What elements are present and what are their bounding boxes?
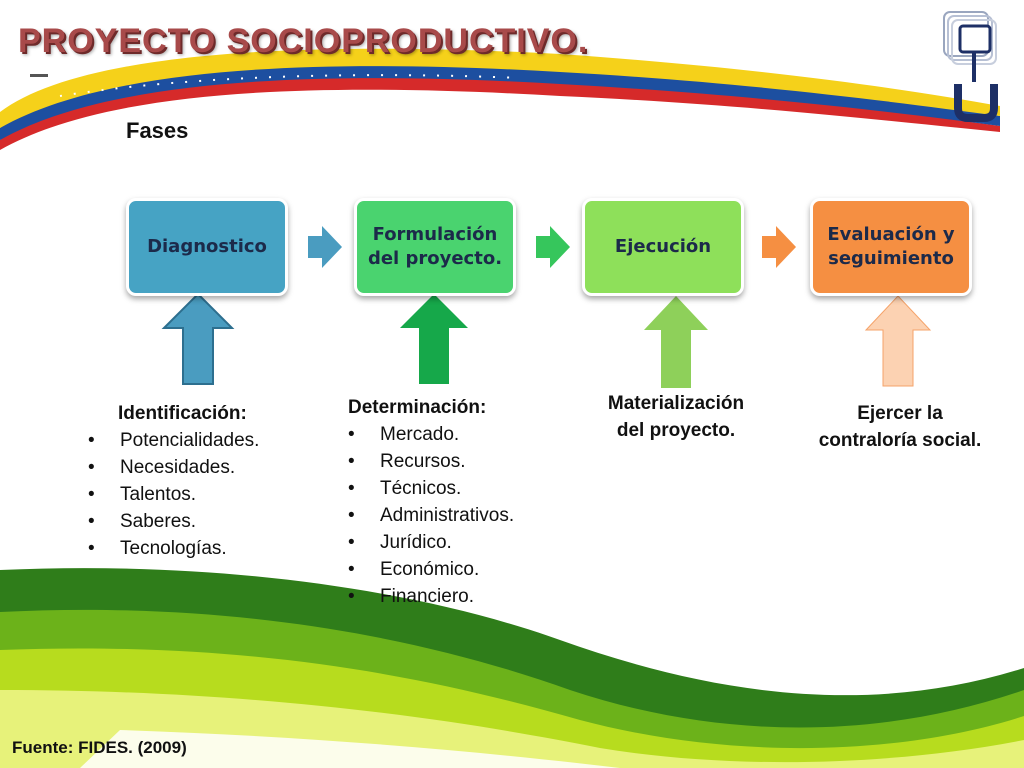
list-item: Mercado. bbox=[348, 421, 514, 448]
list-item: Tecnologías. bbox=[88, 535, 259, 562]
materializacion-text: Materialización del proyecto. bbox=[607, 393, 745, 441]
section-subtitle: Fases bbox=[126, 118, 189, 143]
list-heading: Identificación: bbox=[118, 403, 247, 424]
list-item: Recursos. bbox=[348, 448, 514, 475]
list-item: Potencialidades. bbox=[88, 427, 259, 454]
phase-box-evaluacion: Evaluación y seguimiento bbox=[810, 198, 972, 296]
phase-label: Ejecución bbox=[614, 235, 712, 257]
phase-box-formulacion: Formulación del proyecto. bbox=[354, 198, 516, 296]
phase-label: Diagnostico bbox=[147, 235, 267, 257]
list-item: Financiero. bbox=[348, 583, 514, 610]
phase-label: Evaluación y seguimiento bbox=[827, 223, 955, 269]
arrow-up-icon bbox=[864, 295, 932, 387]
logo-icon bbox=[943, 11, 998, 122]
arrow-up-icon bbox=[644, 296, 708, 388]
green-waves bbox=[0, 568, 1024, 768]
list-item: Técnicos. bbox=[348, 475, 514, 502]
contraloria-text: Ejercer la contraloría social. bbox=[818, 403, 982, 451]
list-heading: Determinación: bbox=[348, 397, 487, 418]
determinacion-list: Determinación: Mercado. Recursos. Técnic… bbox=[348, 394, 514, 610]
phase-box-diagnostico: Diagnostico bbox=[126, 198, 288, 296]
list-item: Saberes. bbox=[88, 508, 259, 535]
list-item: Administrativos. bbox=[348, 502, 514, 529]
up-arrows bbox=[161, 292, 932, 388]
arrow-right-icon bbox=[762, 226, 796, 268]
arrow-up-icon bbox=[161, 292, 235, 385]
identificacion-list: Identificación: Potencialidades. Necesid… bbox=[88, 400, 259, 562]
list-item: Necesidades. bbox=[88, 454, 259, 481]
phase-box-ejecucion: Ejecución bbox=[582, 198, 744, 296]
source-citation: Fuente: FIDES. (2009) bbox=[12, 738, 187, 757]
flag-swoosh bbox=[0, 48, 1000, 150]
flow-arrows bbox=[308, 226, 796, 268]
page-title: PROYECTO SOCIOPRODUCTIVO. bbox=[18, 22, 589, 60]
phase-label: Formulación del proyecto. bbox=[367, 223, 503, 269]
list-item: Jurídico. bbox=[348, 529, 514, 556]
arrow-up-icon bbox=[400, 294, 468, 384]
arrow-right-icon bbox=[536, 226, 570, 268]
arrow-right-icon bbox=[308, 226, 342, 268]
list-item: Económico. bbox=[348, 556, 514, 583]
list-item: Talentos. bbox=[88, 481, 259, 508]
